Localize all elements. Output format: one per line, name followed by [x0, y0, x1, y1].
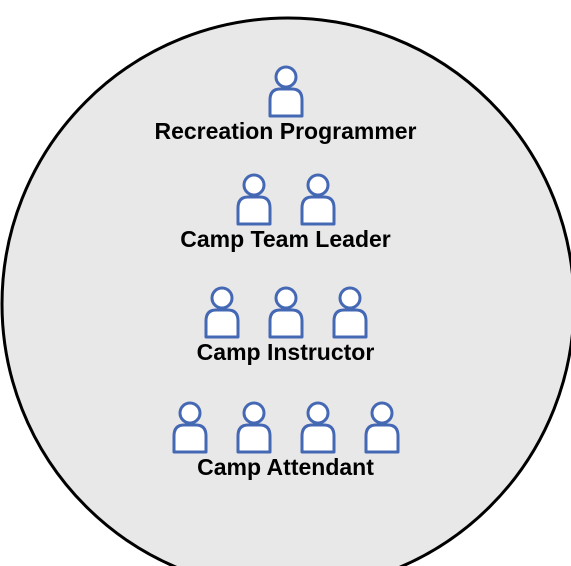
- tier-camp-team-leader: Camp Team Leader: [0, 170, 571, 252]
- person-icon: [300, 173, 335, 226]
- role-label: Camp Team Leader: [180, 226, 391, 252]
- icon-row: [0, 398, 571, 454]
- person-icon: [364, 401, 399, 454]
- person-icon: [268, 286, 303, 339]
- tier-recreation-programmer: Recreation Programmer: [0, 62, 571, 144]
- person-icon: [236, 401, 271, 454]
- tier-camp-attendant: Camp Attendant: [0, 398, 571, 480]
- role-label: Camp Instructor: [196, 339, 375, 365]
- icon-row: [0, 283, 571, 339]
- person-icon: [268, 65, 303, 118]
- person-icon: [172, 401, 207, 454]
- icon-row: [0, 170, 571, 226]
- person-icon: [300, 401, 335, 454]
- person-icon: [332, 286, 367, 339]
- person-icon: [204, 286, 239, 339]
- tier-camp-instructor: Camp Instructor: [0, 283, 571, 365]
- role-label: Recreation Programmer: [154, 118, 417, 144]
- icon-row: [0, 62, 571, 118]
- role-label: Camp Attendant: [197, 454, 374, 480]
- person-icon: [236, 173, 271, 226]
